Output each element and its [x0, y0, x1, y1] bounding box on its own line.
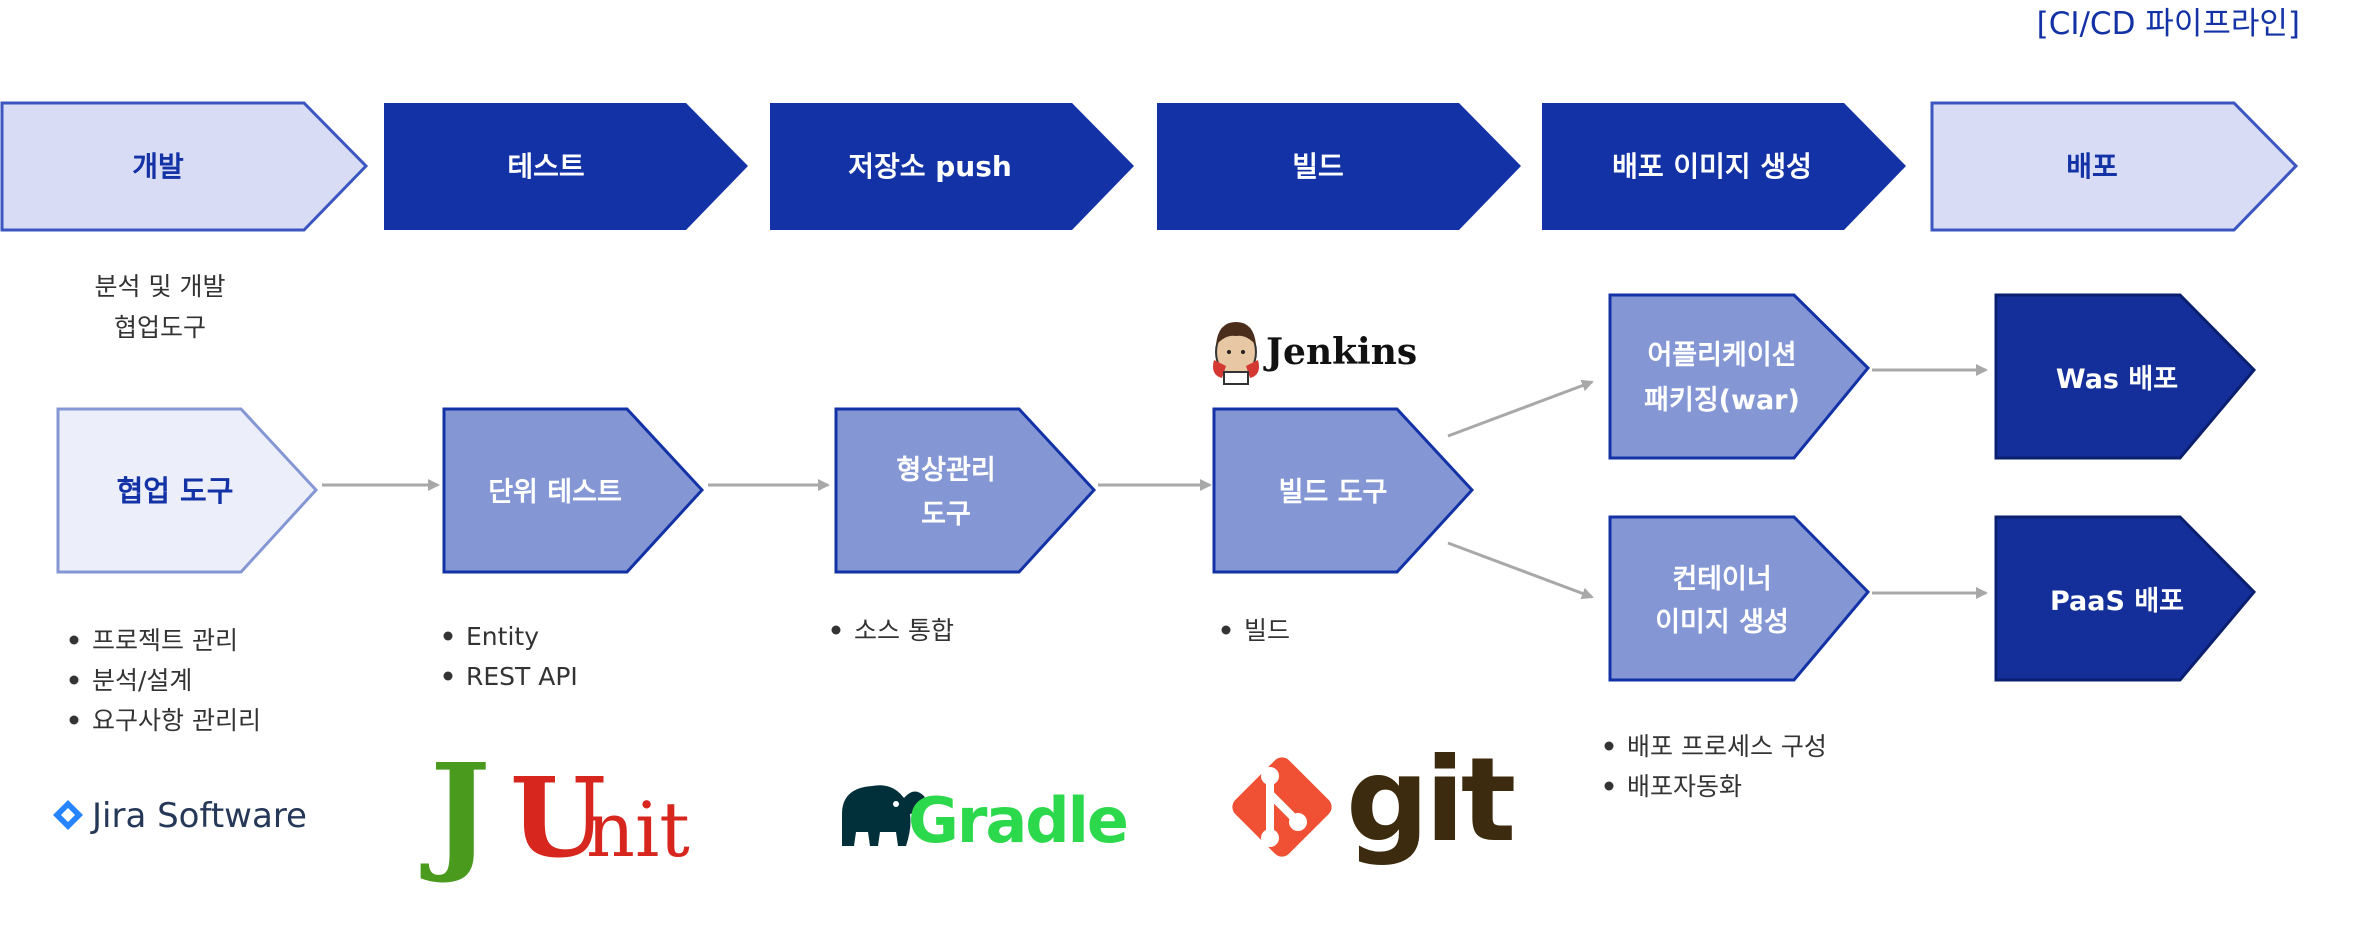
tool-label-line-1: 컨테이너	[1672, 564, 1771, 595]
stage-label: 저장소 push	[848, 150, 1012, 183]
jira-diamond-icon	[53, 800, 83, 830]
gradle-elephant-icon	[842, 785, 927, 846]
tool-label-line-2: 도구	[921, 499, 971, 530]
tool-paas-deploy: PaaS 배포	[1994, 515, 2257, 682]
stage-label: 테스트	[507, 150, 584, 183]
bullet-item: 분석/설계	[92, 666, 192, 695]
tool-build: 빌드 도구	[1212, 407, 1475, 574]
tool-label: PaaS 배포	[2050, 586, 2184, 617]
arrow-build-to-packaging	[1447, 379, 1594, 438]
tool-label: 빌드 도구	[1279, 477, 1388, 508]
scm-bullets: 소스 통합	[831, 616, 954, 645]
stage-label: 빌드	[1292, 150, 1344, 183]
tool-label-line-1: 어플리케이션	[1647, 340, 1796, 371]
tool-was-deploy: Was 배포	[1994, 293, 2257, 460]
jira-logo: Jira Software	[53, 796, 307, 836]
collab-bullets: 프로젝트 관리 분석/설계 요구사항 관리리	[69, 626, 261, 735]
bullet-item: Entity	[466, 622, 539, 651]
stage-dev: 개발	[0, 101, 369, 232]
tool-label: 협업 도구	[117, 474, 234, 508]
tool-container: 컨테이너 이미지 생성	[1608, 515, 1871, 682]
tool-label-line-2: 패키징(war)	[1644, 385, 1800, 416]
jira-wordmark: Jira Software	[90, 796, 307, 836]
arrow-build-to-container	[1447, 541, 1594, 600]
jenkins-butler-icon	[1213, 322, 1259, 385]
bullet-item: 요구사항 관리리	[92, 706, 261, 735]
dev-caption-line-1: 분석 및 개발	[95, 272, 226, 301]
tool-unit-test: 단위 테스트	[442, 407, 705, 574]
connectors	[322, 364, 1988, 600]
bullet-item: 배포 프로세스 구성	[1627, 732, 1827, 761]
stage-image-build: 배포 이미지 생성	[1542, 103, 1906, 230]
stage-label: 배포	[2066, 150, 2118, 183]
tool-label: 단위 테스트	[488, 477, 622, 508]
jenkins-logo: Jenkins	[1213, 322, 1417, 385]
tool-label: Was 배포	[2056, 364, 2178, 395]
tool-collab: 협업 도구	[56, 407, 319, 574]
jenkins-wordmark: Jenkins	[1263, 331, 1417, 373]
stage-label: 개발	[132, 150, 184, 183]
container-bullets: 배포 프로세스 구성 배포자동화	[1604, 732, 1827, 801]
tool-label-line-1: 형상관리	[896, 455, 995, 486]
junit-logo: J U nit	[420, 737, 690, 887]
bullet-item: 프로젝트 관리	[92, 626, 238, 655]
build-bullets: 빌드	[1221, 616, 1290, 645]
junit-u-letter: U	[510, 753, 606, 882]
bullet-item: 배포자동화	[1627, 772, 1742, 801]
junit-nit-letters: nit	[586, 785, 690, 874]
stage-test: 테스트	[384, 103, 748, 230]
stage-build: 빌드	[1157, 103, 1521, 230]
git-logo: git	[1232, 733, 1518, 868]
bullet-item: 소스 통합	[854, 616, 954, 645]
stage-deploy: 배포	[1930, 101, 2299, 232]
stage-repo-push: 저장소 push	[770, 103, 1134, 230]
tool-label-line-2: 이미지 생성	[1655, 607, 1789, 638]
tool-scm: 형상관리 도구	[834, 407, 1097, 574]
stage-label: 배포 이미지 생성	[1612, 150, 1812, 183]
diagram-title: [CI/CD 파이프라인]	[2037, 6, 2300, 42]
unit-test-bullets: Entity REST API	[443, 622, 578, 691]
gradle-logo: Gradle	[842, 784, 1129, 857]
bullet-item: 빌드	[1244, 616, 1290, 645]
git-branch-icon	[1232, 757, 1332, 857]
gradle-wordmark: Gradle	[908, 784, 1127, 857]
tool-packaging: 어플리케이션 패키징(war)	[1608, 293, 1871, 460]
bullet-item: REST API	[466, 662, 578, 691]
git-wordmark: git	[1346, 733, 1514, 868]
junit-j-letter: J	[420, 737, 491, 887]
dev-caption-line-2: 협업도구	[114, 313, 206, 342]
